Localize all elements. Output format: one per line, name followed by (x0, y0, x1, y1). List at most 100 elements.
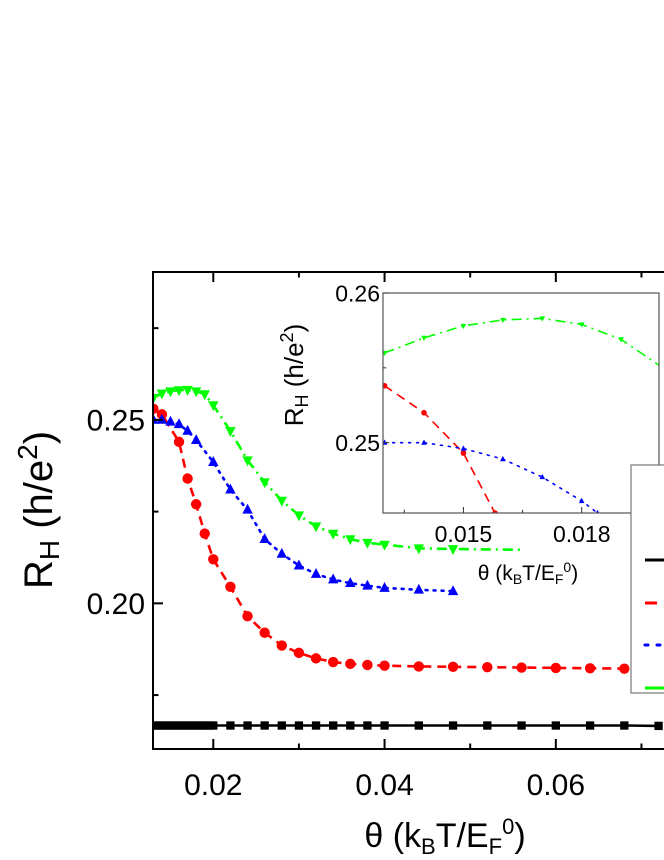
main-point-black-squares (346, 721, 355, 730)
inset-xtick-label: 0.015 (435, 521, 493, 547)
main-point-blue-triangles (208, 456, 219, 466)
main-point-green-triangles-down (242, 456, 253, 467)
main-point-black-squares (157, 721, 167, 730)
main-point-red-circles (413, 661, 425, 672)
inset-point-red-circles (421, 409, 427, 416)
main-point-black-squares (260, 721, 269, 730)
main-point-green-triangles-down (447, 545, 459, 556)
main-point-blue-triangles (153, 413, 159, 424)
main-ytick-label: 0.20 (87, 588, 145, 621)
main-point-red-circles (327, 656, 339, 668)
main-point-red-circles (362, 659, 373, 671)
legend-entries (643, 558, 664, 690)
main-point-blue-triangles (327, 573, 339, 584)
main-point-red-circles (550, 662, 562, 674)
main-point-black-squares (174, 721, 184, 730)
main-point-red-circles (310, 653, 322, 664)
main-point-black-squares (204, 721, 214, 730)
main-point-green-triangles-down (293, 511, 305, 522)
inset-point-green-triangles-down (383, 350, 388, 357)
main-series-green-triangles-down (153, 385, 522, 556)
main-point-red-circles (447, 661, 459, 673)
inset-point-blue-triangles (421, 439, 427, 445)
inset-axis-ticks (383, 292, 642, 513)
main-point-black-squares (162, 721, 171, 730)
main-series-blue-triangles (153, 413, 459, 596)
main-point-blue-triangles (165, 415, 176, 426)
main-point-green-triangles-down (199, 390, 210, 401)
inset-ytick-label: 0.26 (335, 280, 380, 306)
inset-ytick-label: 0.25 (335, 430, 380, 456)
main-point-red-circles (584, 663, 596, 674)
inset-series-layer (383, 316, 659, 513)
main-point-blue-triangles (182, 424, 193, 435)
main-point-black-squares (153, 721, 162, 730)
main-point-blue-triangles (447, 585, 459, 596)
main-point-green-triangles-down (345, 535, 356, 546)
main-point-blue-triangles (173, 418, 185, 429)
main-point-blue-triangles (345, 577, 356, 588)
main-xtick-label: 0.06 (527, 769, 585, 802)
inset-line-red-circles (384, 385, 496, 513)
main-point-green-triangles-down (173, 386, 185, 397)
main-point-black-squares (363, 721, 372, 730)
main-point-black-squares (294, 721, 304, 730)
main-point-black-squares (187, 721, 197, 730)
main-point-red-circles (153, 403, 159, 415)
main-point-red-circles (190, 499, 202, 510)
main-point-red-circles (516, 662, 527, 673)
main-point-blue-triangles (276, 547, 287, 558)
main-point-blue-triangles (242, 503, 253, 514)
main-point-blue-triangles (190, 434, 202, 444)
main-point-red-circles (293, 647, 305, 659)
inset-point-blue-triangles (539, 473, 546, 480)
main-point-green-triangles-down (208, 401, 219, 412)
inset-point-red-circles (460, 450, 467, 456)
main-point-blue-triangles (362, 579, 373, 590)
main-point-black-squares (585, 721, 595, 730)
main-xtick-label: 0.04 (355, 769, 413, 802)
main-point-red-circles (225, 581, 236, 593)
main-point-black-squares (196, 721, 205, 730)
main-point-black-squares (311, 721, 321, 730)
main-point-green-triangles-down (413, 544, 425, 555)
main-point-black-squares (483, 721, 492, 730)
main-point-black-squares (179, 721, 188, 730)
legend (630, 464, 664, 694)
inset-point-blue-triangles (383, 439, 388, 445)
main-x-axis-label: θ (kBT/EF0) (364, 814, 525, 859)
inset-y-axis-label: RH (h/e2) (277, 324, 311, 427)
main-point-red-circles (345, 658, 356, 670)
main-plot-frame (152, 271, 664, 750)
main-point-red-circles (182, 473, 193, 484)
inset-point-green-triangles-down (618, 337, 624, 343)
main-point-green-triangles-down (182, 385, 193, 396)
main-point-green-triangles-down (276, 496, 287, 507)
main-point-blue-triangles (413, 583, 425, 594)
main-point-green-triangles-down (362, 538, 373, 549)
inset-background (383, 293, 659, 513)
main-series-red-circles (153, 403, 664, 675)
inset-point-blue-triangles (460, 445, 467, 451)
main-point-green-triangles-down (165, 387, 176, 398)
legend-box (630, 464, 664, 694)
main-point-red-circles (199, 528, 210, 539)
main-point-red-circles (208, 554, 219, 565)
inset-series-red-circles (383, 382, 498, 513)
main-point-black-squares (277, 721, 286, 730)
main-axis-ticks (153, 272, 643, 749)
main-point-black-squares (200, 721, 209, 730)
main-point-red-circles (619, 663, 630, 674)
main-point-green-triangles-down (259, 478, 270, 489)
main-point-black-squares (448, 721, 458, 730)
main-series-black-squares (153, 721, 663, 731)
main-point-black-squares (380, 721, 389, 730)
main-point-green-triangles-down (310, 522, 322, 533)
inset-point-green-triangles-down (539, 316, 546, 322)
main-point-black-squares (620, 721, 629, 730)
main-y-axis-label: RH (h/e2) (12, 431, 65, 589)
main-point-black-squares (654, 721, 663, 731)
